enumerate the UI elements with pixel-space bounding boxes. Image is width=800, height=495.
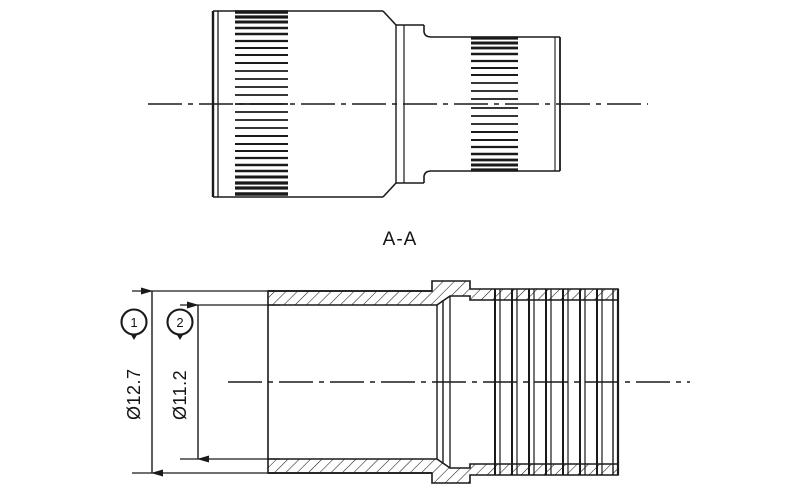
balloon-1-label: 1 bbox=[130, 315, 137, 330]
balloon-2-label: 2 bbox=[176, 315, 183, 330]
section-label-a-a: A-A bbox=[383, 229, 418, 250]
socket-body-edges bbox=[268, 290, 432, 474]
dimension-text-1: Ø12.7 bbox=[124, 368, 144, 420]
balloon-callout-1[interactable]: 1 bbox=[120, 308, 148, 341]
knurl-band-large bbox=[235, 10, 288, 196]
dimension-text-2: Ø11.2 bbox=[170, 370, 190, 420]
balloon-2-circle bbox=[166, 308, 194, 336]
balloon-1-circle bbox=[120, 308, 148, 336]
dimension-group: Ø12.7 Ø11.2 1 2 bbox=[120, 287, 280, 477]
view-section-a-a bbox=[148, 10, 648, 198]
balloon-callout-2[interactable]: 2 bbox=[166, 308, 194, 341]
knurl-band-small bbox=[471, 36, 518, 172]
view-cross-section bbox=[228, 280, 690, 484]
